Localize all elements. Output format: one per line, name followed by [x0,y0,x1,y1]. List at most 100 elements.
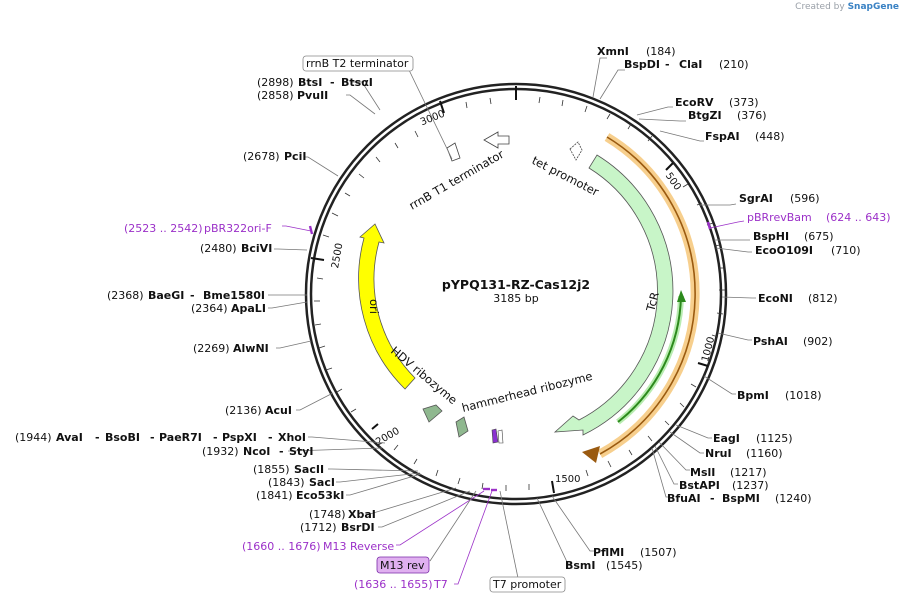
primer-pbr322ori-f: (2523 .. 2542) pBR322ori-F [124,222,272,235]
svg-text:BciVI: BciVI [241,242,272,255]
svg-text:(2898): (2898) [257,76,294,89]
site-bsrdi: (1712) BsrDI [300,521,375,534]
svg-text:SacI: SacI [309,476,335,489]
svg-text:BspHI: BspHI [753,230,789,243]
rrnb-t2-terminator-box: rrnB T2 terminator [302,55,414,72]
pbrrevbam-marker [706,221,712,230]
site-bfuai-bspmi: BfuAI - BspMI (1240) [667,492,812,505]
svg-text:XhoI: XhoI [278,431,306,444]
svg-text:(1855): (1855) [253,463,290,476]
svg-text:BpmI: BpmI [737,389,769,402]
svg-text:ClaI: ClaI [679,58,702,71]
svg-text:pBRrevBam: pBRrevBam [747,211,812,224]
site-bcivi: (2480) BciVI [200,242,272,255]
primer-m13-reverse: (1660 .. 1676) M13 Reverse [242,540,394,553]
site-sacii: (1855) SacII [253,463,324,476]
svg-text:(1843): (1843) [268,476,305,489]
svg-text:XmnI: XmnI [597,45,629,58]
primer-pbrrevbam: pBRrevBam (624 .. 643) [747,211,891,224]
site-ncoi-styi: (1932) NcoI - StyI [202,445,313,458]
svg-text:(2858): (2858) [257,89,294,102]
svg-text:(2269): (2269) [193,342,230,355]
svg-text:(2523 .. 2542): (2523 .. 2542) [124,222,203,235]
site-avai-group: (1944) AvaI - BsoBI - PaeR7I - PspXI - X… [15,431,306,444]
svg-text:(1018): (1018) [785,389,822,402]
svg-text:MslI: MslI [690,466,715,479]
svg-text:AcuI: AcuI [265,404,292,417]
svg-text:BsoBI: BsoBI [105,431,140,444]
svg-text:-: - [665,58,670,71]
tcr-label: TcR [643,290,662,313]
site-apali: (2364) ApaLI [191,302,266,315]
site-pflmi: PflMI (1507) [593,546,677,559]
svg-text:(1841): (1841) [256,489,293,502]
site-btsi-btsai: (2898) BtsI - BtsαI [257,76,373,89]
svg-text:2000: 2000 [374,426,402,448]
t7-promoter-box: T7 promoter [489,576,566,593]
site-pshai: PshAI (902) [753,335,833,348]
svg-text:PvuII: PvuII [297,89,328,102]
svg-text:(1932): (1932) [202,445,239,458]
svg-text:rrnB T2 terminator: rrnB T2 terminator [306,57,409,70]
site-nrui: NruI (1160) [705,447,783,460]
site-eco53ki: (1841) Eco53kI [256,489,344,502]
svg-text:2500: 2500 [330,242,345,269]
svg-text:-: - [213,431,218,444]
site-xmni: XmnI (184) [597,45,676,58]
ori-label: ori [367,299,381,314]
m13-rev-feature [491,428,499,444]
svg-text:BtsαI: BtsαI [341,76,373,89]
orange-feature-centerline [599,136,696,455]
svg-text:(2678): (2678) [243,150,280,163]
green-feature-centerline [617,295,682,423]
site-ecoo109i: EcoO109I (710) [755,244,861,257]
svg-text:Bme1580I: Bme1580I [203,289,265,302]
site-eagi: EagI (1125) [713,432,793,445]
svg-text:(1944): (1944) [15,431,52,444]
snapgene-logo: SnapGene [847,2,899,12]
svg-text:-: - [150,431,155,444]
pbr322ori-marker [308,225,314,235]
svg-text:(1160): (1160) [746,447,783,460]
svg-text:FspAI: FspAI [705,130,740,143]
svg-text:(184): (184) [646,45,676,58]
primer-t7: (1636 .. 1655) T7 [354,578,448,591]
site-econi: EcoNI (812) [758,292,838,305]
ori-arrow [358,223,416,390]
svg-text:(2364): (2364) [191,302,228,315]
svg-text:(210): (210) [719,58,749,71]
svg-text:ApaLI: ApaLI [231,302,266,315]
svg-text:BspMI: BspMI [722,492,760,505]
svg-text:1500: 1500 [555,474,580,485]
svg-text:(902): (902) [803,335,833,348]
site-bsphi: BspHI (675) [753,230,834,243]
svg-text:(1237): (1237) [732,479,769,492]
leader-lines-left [268,69,519,585]
svg-text:Eco53kI: Eco53kI [296,489,344,502]
svg-text:SgrAI: SgrAI [739,192,773,205]
svg-text:XbaI: XbaI [348,508,376,521]
svg-text:EcoNI: EcoNI [758,292,793,305]
svg-text:PflMI: PflMI [593,546,624,559]
svg-text:-: - [268,431,273,444]
svg-text:NruI: NruI [705,447,732,460]
svg-text:-: - [95,431,100,444]
svg-text:(1545): (1545) [606,559,643,572]
watermark-prefix: Created by [795,2,845,12]
t7-promoter-feature [497,429,504,444]
svg-text:BfuAI: BfuAI [667,492,701,505]
svg-text:T7 promoter: T7 promoter [492,578,562,591]
svg-text:PshAI: PshAI [753,335,788,348]
svg-text:M13 Reverse: M13 Reverse [323,540,394,553]
svg-text:(2480): (2480) [200,242,237,255]
site-baegi-bme1580i: (2368) BaeGI - Bme1580I [107,289,265,302]
svg-text:-: - [190,289,195,302]
tcr-arrow [553,154,674,436]
svg-text:(448): (448) [755,130,785,143]
hammerhead-ribozyme-arrow [455,416,469,438]
orange-feature-arrowhead [582,446,600,463]
svg-text:EagI: EagI [713,432,740,445]
svg-text:BsrDI: BsrDI [341,521,375,534]
rrnb-t2-terminator-feature [446,142,461,162]
svg-text:(596): (596) [790,192,820,205]
